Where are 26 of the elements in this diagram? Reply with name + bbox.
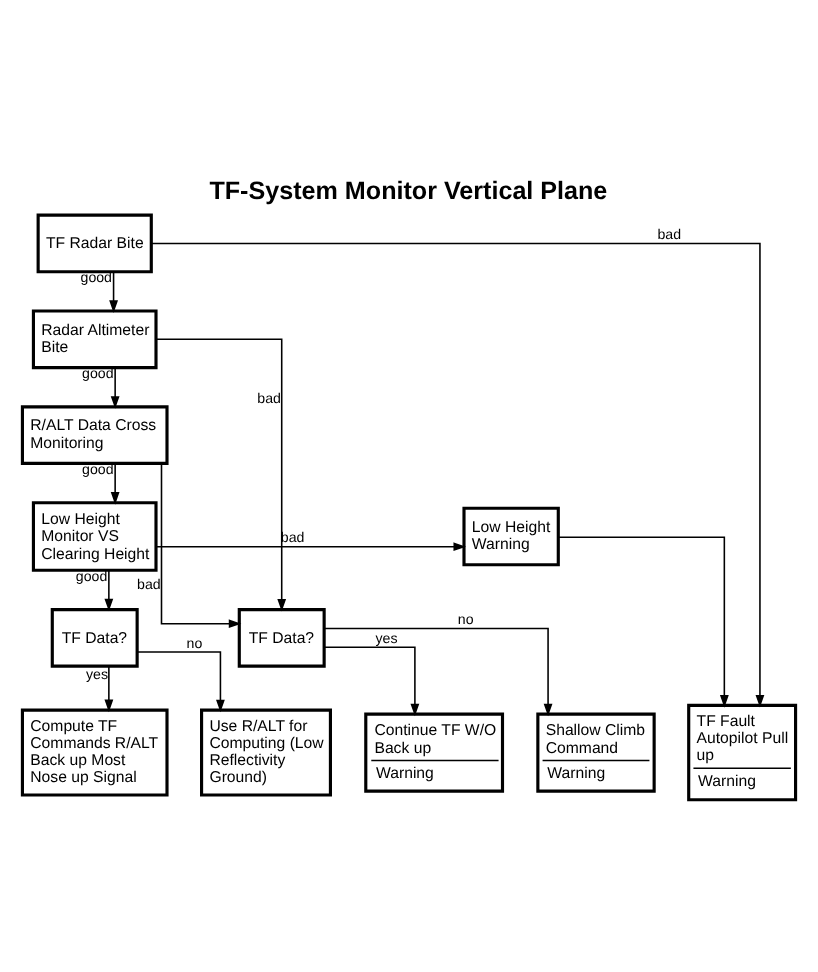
arrow <box>323 645 420 716</box>
node-box: TF Data? <box>237 607 326 667</box>
arrow <box>109 270 118 312</box>
arrow <box>160 462 242 628</box>
node-box: TF Fault Autopilot Pull up Warning <box>687 702 798 801</box>
node-box: R/ALT Data Cross Monitoring <box>20 404 169 464</box>
arrow <box>155 541 467 551</box>
arrow <box>104 569 114 611</box>
arrow <box>110 462 120 504</box>
arrow <box>136 650 225 712</box>
node-box: TF Data? <box>50 607 139 667</box>
arrow <box>150 241 765 707</box>
node-box: Radar Altimeter Bite <box>31 308 158 369</box>
node-box: Continue TF W/O Back up Warning <box>364 711 505 792</box>
arrow <box>110 366 120 408</box>
node-box: TF Radar Bite <box>36 212 153 273</box>
arrow <box>323 626 553 716</box>
diagram-title: TF-System Monitor Vertical Plane <box>209 176 608 205</box>
arrow <box>104 664 114 712</box>
node-box: Use R/ALT for Computing (Low Reflectivity Ground) <box>200 707 332 796</box>
arrow <box>155 337 287 611</box>
arrow <box>557 535 729 707</box>
node-box: Compute TF Commands R/ALT Back up Most Nose up Signal <box>20 707 169 796</box>
node-box: Low Height Warning <box>462 505 560 566</box>
node-box: Low Height Monitor VS Clearing Height <box>31 500 158 571</box>
node-box: Shallow Climb Command Warning <box>536 711 656 792</box>
